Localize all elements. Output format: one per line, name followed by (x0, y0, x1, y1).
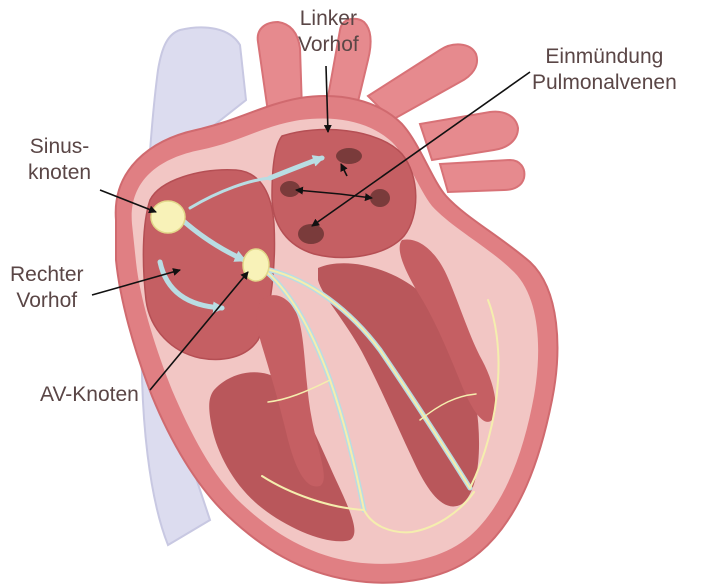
label-pulmonalvenen-line1: Einmündung (532, 44, 677, 70)
label-rechter-vorhof-line1: Rechter (10, 262, 84, 288)
label-pulmonalvenen: Einmündung Pulmonalvenen (532, 44, 677, 96)
label-rechter-vorhof-line2: Vorhof (10, 288, 84, 314)
sinus-node (151, 201, 185, 233)
label-linker-vorhof-line1: Linker (298, 6, 359, 32)
label-sinusknoten-line1: Sinus- (28, 134, 91, 160)
label-rechter-vorhof: Rechter Vorhof (10, 262, 84, 314)
label-sinusknoten: Sinus- knoten (28, 134, 91, 186)
label-av-knoten-text: AV-Knoten (40, 382, 139, 408)
label-linker-vorhof-line2: Vorhof (298, 32, 359, 58)
label-sinusknoten-line2: knoten (28, 160, 91, 186)
label-av-knoten: AV-Knoten (40, 382, 139, 408)
label-linker-vorhof: Linker Vorhof (298, 6, 359, 58)
label-pulmonalvenen-line2: Pulmonalvenen (532, 70, 677, 96)
av-node (243, 249, 269, 281)
